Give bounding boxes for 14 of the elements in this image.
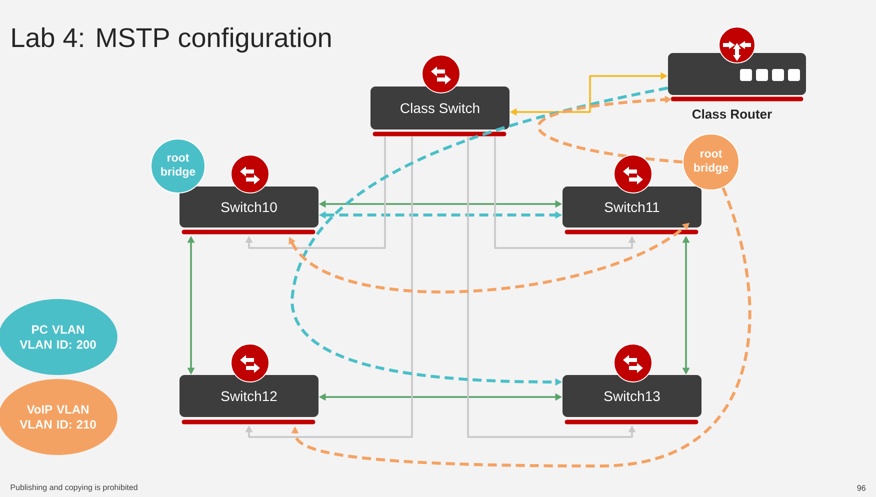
node-label: Class Router	[692, 109, 772, 119]
switch-box: Switch11	[562, 186, 702, 234]
router-box: Class Router	[668, 53, 806, 119]
connector-arrow	[245, 136, 386, 249]
switch-box: Switch12	[180, 375, 318, 424]
switch-box: Switch13	[562, 375, 702, 424]
connector-arrow	[291, 187, 752, 468]
slide-title: Lab 4: MSTP configuration	[12, 27, 331, 53]
switch-box: Switch10	[180, 186, 318, 234]
connector-arrow	[538, 96, 683, 164]
footer-text: Publishing and copying is prohibited	[10, 484, 138, 492]
switch-box: Class Switch	[370, 86, 510, 136]
page-number: 96	[857, 485, 866, 491]
connector-arrow	[245, 136, 413, 438]
